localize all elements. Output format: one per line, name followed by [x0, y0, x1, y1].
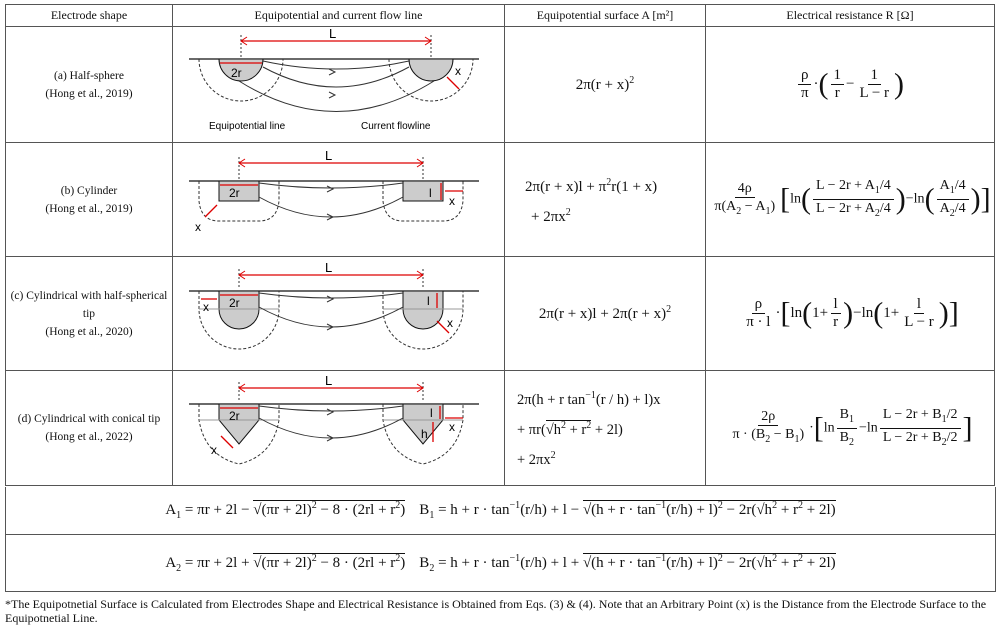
row-b-label: (b) Cylinder (Hong et al., 2019)	[5, 142, 173, 257]
label-current-flowline: Current flowline	[361, 121, 431, 132]
row-d-diagram: L 2r x l x h	[172, 370, 505, 486]
row-b-diagram: L 2r l x x	[172, 142, 505, 257]
header-equipotential-surface: Equipotential surface A [m²]	[504, 4, 706, 27]
formula-A1: A1 = πr + 2l − √(πr + 2l)2 − 8 · (2rl + …	[165, 500, 406, 521]
header-electrode-shape: Electrode shape	[5, 4, 173, 27]
formula-row-2: A2 = πr + 2l + √(πr + 2l)2 − 8 · (2rl + …	[5, 535, 996, 592]
row-half-sphere: (a) Half-sphere (Hong et al., 2019) L	[5, 26, 995, 143]
row-a-ref: (Hong et al., 2019)	[45, 87, 133, 100]
label-x-b-left: x	[195, 220, 201, 234]
label-equipotential-line: Equipotential line	[209, 121, 286, 132]
label-L-a: L	[329, 27, 336, 41]
label-x-b-right: x	[449, 194, 455, 208]
footnote: *The Equipotnetial Surface is Calculated…	[5, 597, 987, 625]
cylinder-diagram: L 2r l x x	[188, 148, 479, 234]
label-x-a: x	[455, 64, 461, 78]
label-L-c: L	[325, 261, 332, 275]
row-c-surface: 2π(r + x)l + 2π(r + x)2	[504, 256, 706, 371]
header-flow-line: Equipotential and current flow line	[172, 4, 505, 27]
conical-tip-diagram: L 2r x l x h	[188, 373, 479, 465]
row-c-label: (c) Cylindrical with half-spherical tip …	[5, 256, 173, 371]
row-d-name: (d) Cylindrical with conical tip	[17, 413, 161, 425]
row-c-ref: (Hong et al., 2020)	[45, 325, 133, 338]
half-sphere-diagram: L 2r x Equipotential line Current flowli…	[188, 26, 479, 132]
row-cylinder: (b) Cylinder (Hong et al., 2019) L	[5, 142, 995, 257]
row-b-ref: (Hong et al., 2019)	[45, 202, 133, 215]
label-l-c: l	[427, 294, 430, 308]
row-a-name: (a) Half-sphere	[54, 69, 124, 82]
row-a-label: (a) Half-sphere (Hong et al., 2019)	[5, 26, 173, 143]
header-electrical-resistance: Electrical resistance R [Ω]	[705, 4, 995, 27]
label-x-d-left: x	[211, 443, 217, 457]
label-2r-c: 2r	[229, 296, 240, 310]
formula-A2: A2 = πr + 2l + √(πr + 2l)2 − 8 · (2rl + …	[165, 552, 406, 574]
label-L-b: L	[325, 148, 332, 163]
row-d-ref: (Hong et al., 2022)	[45, 431, 133, 443]
label-x-c-left: x	[203, 300, 209, 314]
label-l-d: l	[430, 406, 433, 420]
row-b-surface: 2π(r + x)l + π2r(1 + x) + 2πx2	[504, 142, 706, 257]
row-c-name-2: tip	[82, 307, 96, 320]
row-b-name: (b) Cylinder	[60, 184, 118, 197]
label-x-c-right: x	[447, 316, 453, 330]
formula-B1: B1 = h + r · tan−1(r/h) + l − √(h + r · …	[419, 500, 836, 521]
half-spherical-tip-diagram: L x 2r l x	[188, 260, 479, 350]
label-x-d-right: x	[449, 420, 455, 434]
electrode-table: Electrode shape Equipotential and curren…	[5, 4, 995, 486]
label-h-d: h	[421, 427, 428, 441]
row-d-label: (d) Cylindrical with conical tip (Hong e…	[5, 370, 173, 486]
row-a-diagram: L 2r x Equipotential line Current flowli…	[172, 26, 505, 143]
row-c-diagram: L x 2r l x	[172, 256, 505, 371]
label-L-d: L	[325, 374, 332, 388]
formula-B2: B2 = h + r · tan−1(r/h) + l + √(h + r · …	[419, 552, 836, 574]
header-row: Electrode shape Equipotential and curren…	[5, 4, 995, 27]
row-cylindrical-half-spherical: (c) Cylindrical with half-spherical tip …	[5, 256, 995, 371]
row-d-surface: 2π(h + r tan−1(r / h) + l)x + πr(√h2 + r…	[504, 370, 706, 486]
label-2r-d: 2r	[229, 409, 240, 423]
label-2r-a: 2r	[231, 66, 242, 80]
row-a-surface: 2π(r + x)2	[504, 26, 706, 143]
row-c-name-1: (c) Cylindrical with half-spherical	[10, 289, 168, 302]
formula-row-1: A1 = πr + 2l − √(πr + 2l)2 − 8 · (2rl + …	[5, 487, 996, 535]
label-l-b: l	[429, 186, 432, 200]
label-2r-b: 2r	[229, 186, 240, 200]
row-cylindrical-conical: (d) Cylindrical with conical tip (Hong e…	[5, 370, 995, 486]
